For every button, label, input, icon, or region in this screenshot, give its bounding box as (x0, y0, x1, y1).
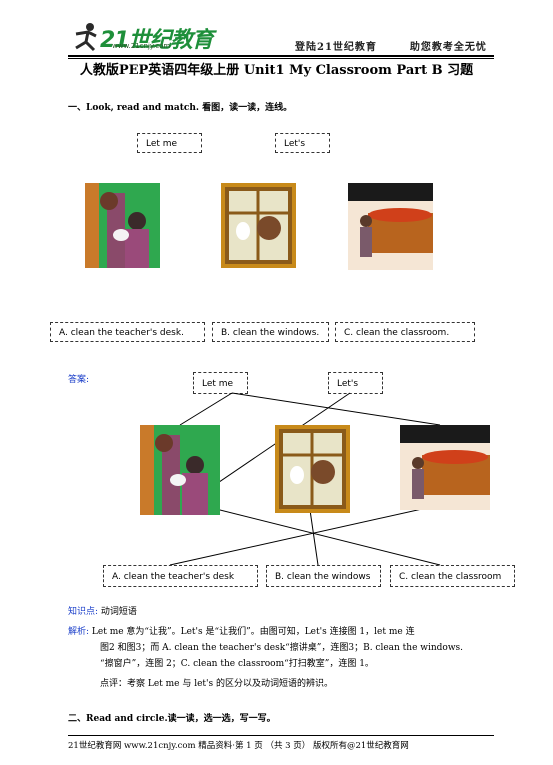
logo-text: 21世纪教育 (100, 28, 214, 53)
logo-url: www.21cnjy.com (112, 42, 171, 50)
logo (70, 20, 200, 54)
picture-girls-cleaning (85, 183, 160, 268)
slogan-right: 助您教考全无忧 (409, 42, 487, 53)
section1-heading: 一、Look, read and match. 看图，读一读，连线。 (68, 103, 293, 113)
header-rule-thin (68, 58, 494, 59)
answer-option-b-box: B. clean the windows (266, 565, 381, 587)
footer-rule (68, 735, 494, 736)
section2-heading: 二、Read and circle.读一读，选一选，写一写。 (68, 714, 276, 724)
explain-line3: “擦窗户”，连图 2；C. clean the classroom“打扫教室”，… (100, 659, 374, 669)
teacher-desk-illustration (348, 183, 433, 257)
answer-picture-girls (140, 425, 220, 515)
knowledge-point: 知识点: 动词短语 (68, 604, 137, 617)
knowledge-text: 动词短语 (100, 607, 137, 617)
answer-option-c-box: C. clean the classroom (390, 565, 515, 587)
option-c-box: C. clean the classroom. (335, 322, 475, 342)
page-title: 人教版PEP英语四年级上册 Unit1 My Classroom Part B … (79, 63, 474, 78)
explanation: 解析: Let me 意为“让我”。Let's 是“让我们”。由图可知，Let'… (68, 624, 493, 637)
line-pic1-to-c (179, 499, 441, 566)
let-me-box: Let me (137, 133, 202, 153)
answer-let-me-box: Let me (193, 372, 248, 394)
lets-box: Let's (275, 133, 330, 153)
option-b-box: B. clean the windows. (212, 322, 329, 342)
answer-picture-desk (400, 425, 490, 510)
girls-cleaning-illustration (85, 183, 149, 268)
answer-label: 答案: (68, 375, 90, 385)
line-pic3-to-a (169, 504, 441, 566)
answer-picture-window (275, 425, 350, 513)
picture-teacher-desk (348, 183, 433, 270)
header-slogan: 登陆21世纪教育 助您教考全无忧 (295, 38, 487, 53)
answer-girls-illustration (140, 425, 208, 515)
option-a-box: A. clean the teacher's desk. (50, 322, 205, 342)
runner-logo-icon (75, 23, 97, 52)
line-let-me-to-pic2 (179, 392, 233, 426)
answer-window-illustration (279, 429, 346, 509)
window-cleaning-illustration (225, 187, 292, 264)
picture-window-cleaning (221, 183, 296, 268)
header-rule (68, 55, 494, 57)
answer-option-a-box: A. clean the teacher's desk (103, 565, 258, 587)
explain-line1: Let me 意为“让我”。Let's 是“让我们”。由图可知，Let's 连接… (91, 627, 415, 637)
slogan-left: 登陆21世纪教育 (295, 42, 377, 53)
knowledge-label: 知识点: (68, 607, 99, 617)
line-let-me-to-pic3 (231, 392, 441, 426)
answer-lets-box: Let's (328, 372, 383, 394)
explain-label: 解析: (68, 627, 90, 637)
explain-line2: 图2 和图3；而 A. clean the teacher's desk“擦讲桌… (100, 643, 464, 653)
answer-desk-illustration (400, 425, 490, 499)
explain-comment: 点评：考察 Let me 与 let's 的区分以及动词短语的辨识。 (100, 679, 333, 689)
footer-text: 21世纪教育网 www.21cnjy.com 精品资料·第 1 页 （共 3 页… (68, 741, 409, 751)
line-pic2-to-b (309, 509, 319, 566)
